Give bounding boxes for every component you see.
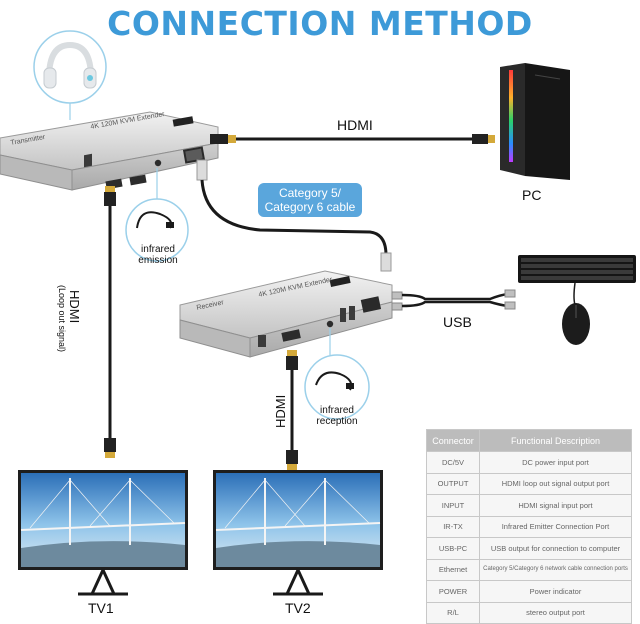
infrared-reception-label: infrared reception (316, 405, 358, 427)
receiver-device (179, 270, 393, 358)
table-cell: Power indicator (479, 580, 632, 603)
pc-label: PC (522, 187, 542, 203)
table-row: OUTPUT HDMI loop out signal output port (426, 472, 632, 495)
table-row: Ethernet Category 5/Category 6 network c… (426, 558, 632, 581)
loop-out-label: (Loop out signal) (57, 285, 67, 353)
table-cell: stereo output port (479, 601, 632, 624)
table-row: USB-PC USB output for connection to comp… (426, 537, 632, 560)
hdmi-cable-tv1 (104, 186, 116, 458)
table-row: DC/5V DC power input port (426, 451, 632, 474)
table-cell: OUTPUT (426, 472, 480, 495)
hdmi-tv2-label: HDMI (273, 394, 288, 428)
table-header-connector: Connector (426, 429, 480, 452)
table-row: POWER Power indicator (426, 580, 632, 603)
table-cell: IR-TX (426, 515, 480, 538)
tv1-label: TV1 (88, 600, 114, 616)
headphones-icon (33, 30, 107, 120)
mouse-icon (562, 282, 590, 345)
infrared-emitter-icon (125, 168, 189, 262)
table-cell: HDMI loop out signal output port (479, 472, 632, 495)
pc-tower-icon (500, 63, 570, 180)
connector-table: Connector Functional Description DC/5V D… (426, 429, 632, 624)
usb-cables (391, 289, 516, 311)
ethernet-cable (196, 159, 392, 272)
category-cable-label: Category 5/ Category 6 cable (258, 183, 362, 217)
table-header-description: Functional Description (479, 429, 632, 452)
table-cell: R/L (426, 601, 480, 624)
table-cell: USB output for connection to computer (479, 537, 632, 560)
table-cell: DC/5V (426, 451, 480, 474)
transmitter-device (0, 111, 219, 191)
infrared-receiver-icon (304, 328, 370, 420)
tv2-monitor-icon (213, 470, 383, 596)
table-row: R/L stereo output port (426, 601, 632, 624)
infrared-emission-label: infrared emission (138, 244, 178, 266)
hdmi-cable-pc (210, 134, 495, 144)
table-cell: POWER (426, 580, 480, 603)
table-cell: DC power input port (479, 451, 632, 474)
table-row: IR-TX Infrared Emitter Connection Port (426, 515, 632, 538)
table-cell: Category 5/Category 6 network cable conn… (479, 558, 632, 581)
usb-label: USB (443, 314, 472, 330)
page-title: CONNECTION METHOD (107, 4, 533, 43)
tv2-label: TV2 (285, 600, 311, 616)
tv1-monitor-icon (18, 470, 188, 596)
keyboard-icon (518, 255, 636, 283)
table-cell: INPUT (426, 494, 480, 517)
table-cell: Ethernet (426, 558, 480, 581)
table-header-row: Connector Functional Description (426, 429, 632, 452)
table-cell: Infrared Emitter Connection Port (479, 515, 632, 538)
hdmi-cable-tv2 (286, 350, 298, 470)
table-cell: HDMI signal input port (479, 494, 632, 517)
table-cell: USB-PC (426, 537, 480, 560)
hdmi-pc-label: HDMI (337, 117, 373, 133)
table-row: INPUT HDMI signal input port (426, 494, 632, 517)
